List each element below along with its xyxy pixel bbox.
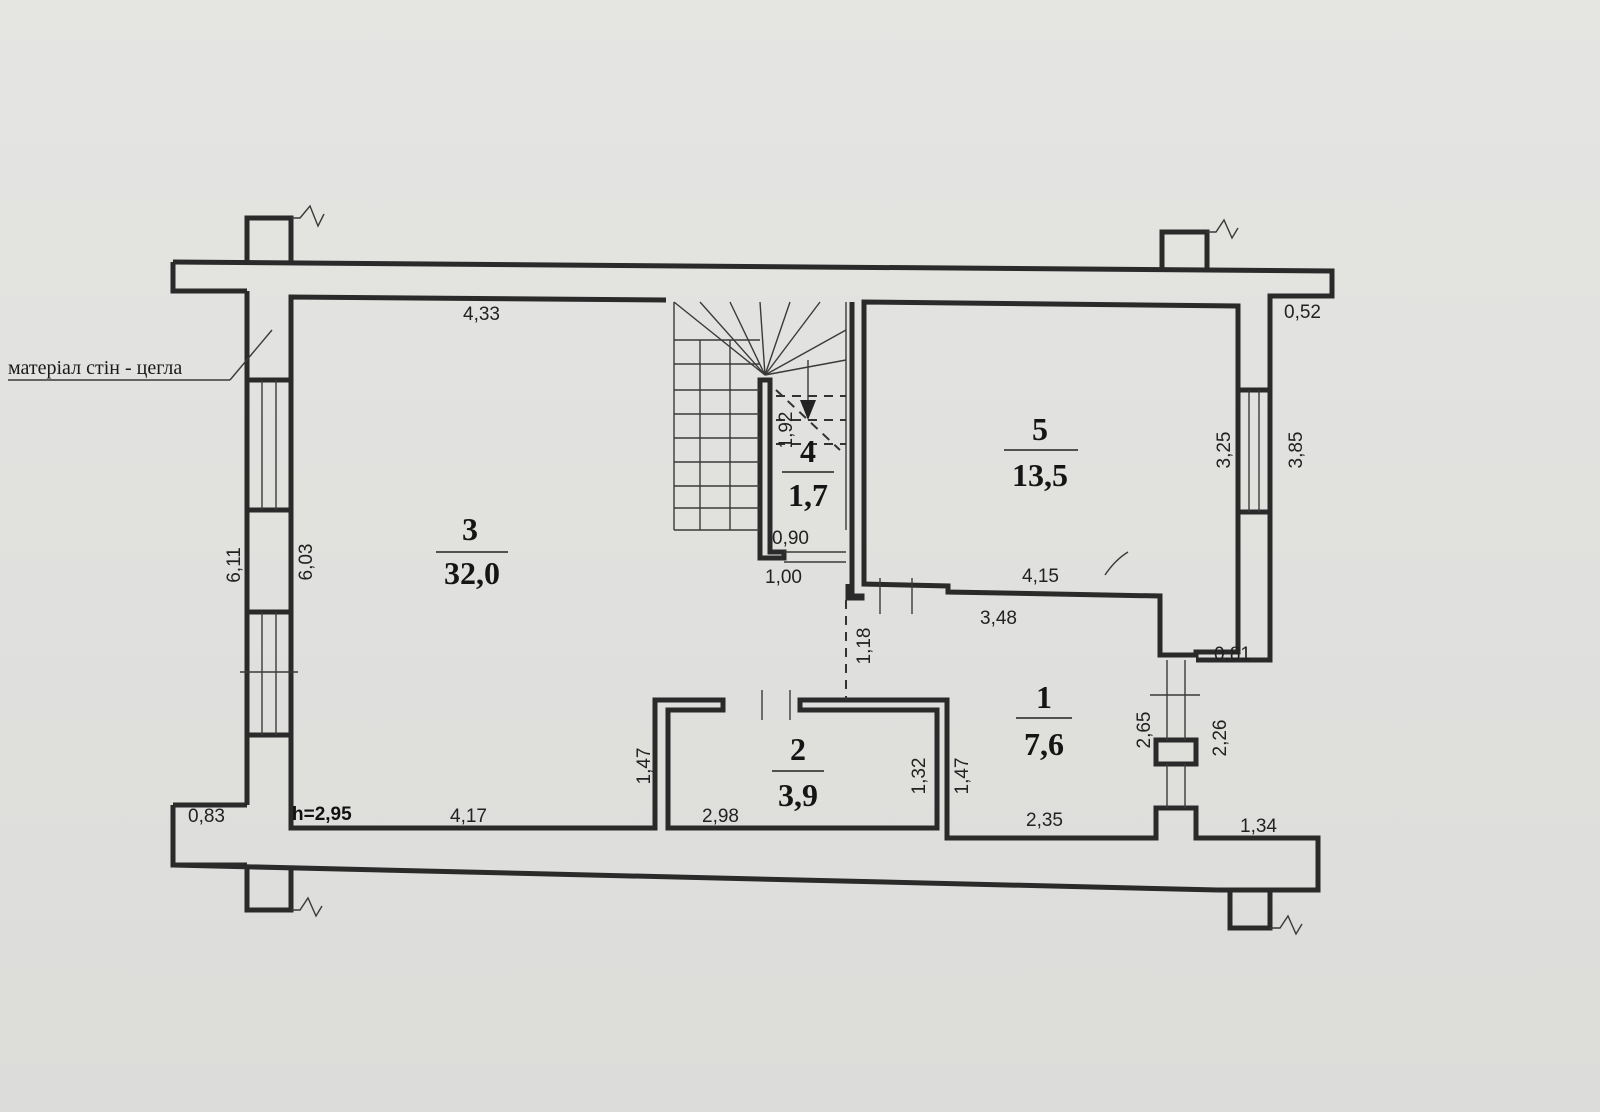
- room-number: 3: [462, 511, 478, 547]
- staircase: [673, 301, 847, 700]
- dim-bottom-room3: 4,17: [450, 806, 487, 827]
- pencil-tick: [1104, 551, 1129, 576]
- break-mark: [291, 896, 323, 918]
- dim-room1-left: 1,47: [952, 758, 973, 795]
- room-number: 4: [800, 433, 816, 469]
- break-mark: [291, 204, 325, 228]
- room-5-label: 5 13,5: [1004, 411, 1078, 493]
- dim-room3-left-inner: 6,03: [296, 544, 317, 581]
- dim-room1-top: 3,48: [980, 608, 1017, 629]
- room-2-label: 2 3,9: [772, 731, 824, 813]
- dim-room1-right-step: 0,81: [1214, 644, 1251, 665]
- dim-room1-bottom: 2,35: [1026, 810, 1063, 831]
- room-area: 1,7: [788, 477, 828, 513]
- dim-stair-side: 1,92: [776, 412, 797, 449]
- room-number: 2: [790, 731, 806, 767]
- room-3-label: 3 32,0: [436, 511, 508, 591]
- room-area: 32,0: [444, 555, 500, 591]
- material-leader-diagonal: [229, 329, 273, 381]
- dim-room1-right-outer: 2,65: [1134, 712, 1155, 749]
- outer-walls: [170, 215, 1335, 931]
- dim-top-right-wall: 0,52: [1284, 302, 1321, 323]
- dim-room5-right-inner: 3,25: [1214, 432, 1235, 469]
- stair-arrow-icon: [800, 400, 816, 420]
- windows: [240, 380, 1260, 808]
- dim-room2-right: 1,32: [909, 758, 930, 795]
- room-number: 1: [1036, 679, 1052, 715]
- dim-bottom-left-wall: 0,83: [188, 806, 225, 827]
- room-number: 5: [1032, 411, 1048, 447]
- dim-room5-right-outer: 3,85: [1286, 432, 1307, 469]
- dim-room2-left: 1,47: [634, 748, 655, 785]
- dim-room3-left-outer: 6,11: [224, 547, 245, 583]
- ceiling-height: h=2,95: [292, 804, 352, 825]
- dim-stair-landing: 0,90: [772, 528, 809, 549]
- break-mark: [1207, 218, 1239, 240]
- dim-room1-right-inner: 2,26: [1210, 720, 1231, 757]
- room-area: 13,5: [1012, 457, 1068, 493]
- dim-bottom-right-wall: 1,34: [1240, 816, 1277, 837]
- dim-top-room3: 4,33: [463, 304, 500, 325]
- room-1-label: 1 7,6: [1016, 679, 1072, 762]
- dim-corridor: 1,18: [854, 628, 875, 665]
- room-area: 7,6: [1024, 726, 1064, 762]
- dim-room5-bottom: 4,15: [1022, 566, 1059, 587]
- dim-room2-bottom: 2,98: [702, 806, 739, 827]
- break-mark: [1270, 914, 1303, 936]
- dim-stair-bottom: 1,00: [765, 567, 802, 588]
- room-area: 3,9: [778, 777, 818, 813]
- room-4-label: 4 1,7: [782, 433, 834, 513]
- material-note: матеріал стін - цегла: [8, 357, 182, 379]
